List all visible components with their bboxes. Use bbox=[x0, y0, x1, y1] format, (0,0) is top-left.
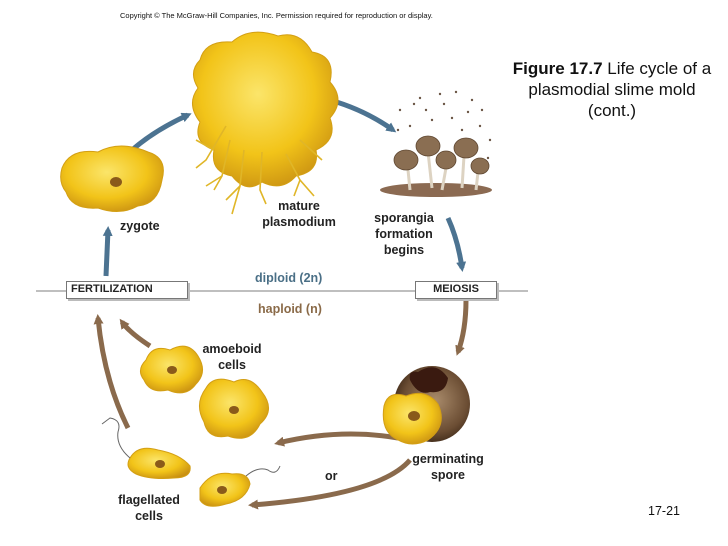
sporangia-illustration bbox=[380, 90, 492, 197]
fertilization-box: FERTILIZATION bbox=[66, 281, 188, 299]
germinating-spore-illustration bbox=[382, 366, 470, 445]
zygote-cell-illustration bbox=[60, 145, 164, 212]
label-sporangia-line2: formation bbox=[375, 227, 433, 241]
arrow-fertilization-to-zygote bbox=[102, 226, 113, 277]
figure-number: Figure 17.7 bbox=[512, 59, 603, 78]
flagellated-cells-illustration bbox=[101, 417, 281, 507]
arrow-flagellated-to-fertilization bbox=[93, 314, 131, 430]
label-haploid: haploid (n) bbox=[258, 302, 322, 316]
meiosis-box: MEIOSIS bbox=[415, 281, 497, 299]
label-amoeboid-cells: amoeboid cells bbox=[192, 341, 272, 373]
mature-plasmodium-illustration bbox=[192, 31, 339, 215]
label-sporangia-line3: begins bbox=[383, 243, 425, 257]
arrow-sporangia-to-meiosis bbox=[445, 216, 467, 272]
label-germinating-spore: germinating spore bbox=[404, 451, 492, 483]
label-zygote: zygote bbox=[120, 219, 160, 233]
label-amoeboid-line2: cells bbox=[218, 358, 246, 372]
fertilization-label: FERTILIZATION bbox=[71, 283, 153, 295]
label-mature-plasmodium: mature plasmodium bbox=[252, 198, 346, 230]
label-sporangia-line1: sporangia bbox=[374, 211, 434, 225]
copyright-notice: Copyright © The McGraw-Hill Companies, I… bbox=[120, 11, 433, 20]
label-or: or bbox=[325, 469, 338, 483]
arrow-plasmodium-to-sporangia bbox=[329, 97, 397, 133]
arrow-meiosis-to-spore bbox=[455, 299, 469, 356]
label-flagellated-line1: flagellated bbox=[118, 493, 180, 507]
arrow-spore-to-amoeboid bbox=[274, 431, 399, 447]
arrow-spore-to-flagellated bbox=[248, 458, 412, 510]
figure-caption: Life cycle of a plasmodial slime mold (c… bbox=[528, 59, 712, 120]
arrow-amoeboid-to-fertilization bbox=[119, 318, 152, 349]
label-mature-line2: plasmodium bbox=[262, 215, 336, 229]
meiosis-label: MEIOSIS bbox=[433, 283, 479, 295]
amoeboid-cells-illustration bbox=[140, 345, 269, 439]
label-sporangia: sporangia formation begins bbox=[362, 210, 446, 258]
page-number: 17-21 bbox=[648, 504, 680, 518]
label-amoeboid-line1: amoeboid bbox=[202, 342, 262, 356]
arrow-zygote-to-plasmodium bbox=[130, 112, 192, 152]
label-mature-line1: mature bbox=[278, 199, 320, 213]
figure-title: Figure 17.7 Life cycle of a plasmodial s… bbox=[507, 58, 717, 121]
label-flagellated-cells: flagellated cells bbox=[108, 492, 190, 524]
label-germinating-line1: germinating bbox=[412, 452, 484, 466]
label-flagellated-line2: cells bbox=[135, 509, 163, 523]
label-germinating-line2: spore bbox=[430, 468, 466, 482]
label-diploid: diploid (2n) bbox=[255, 271, 323, 285]
